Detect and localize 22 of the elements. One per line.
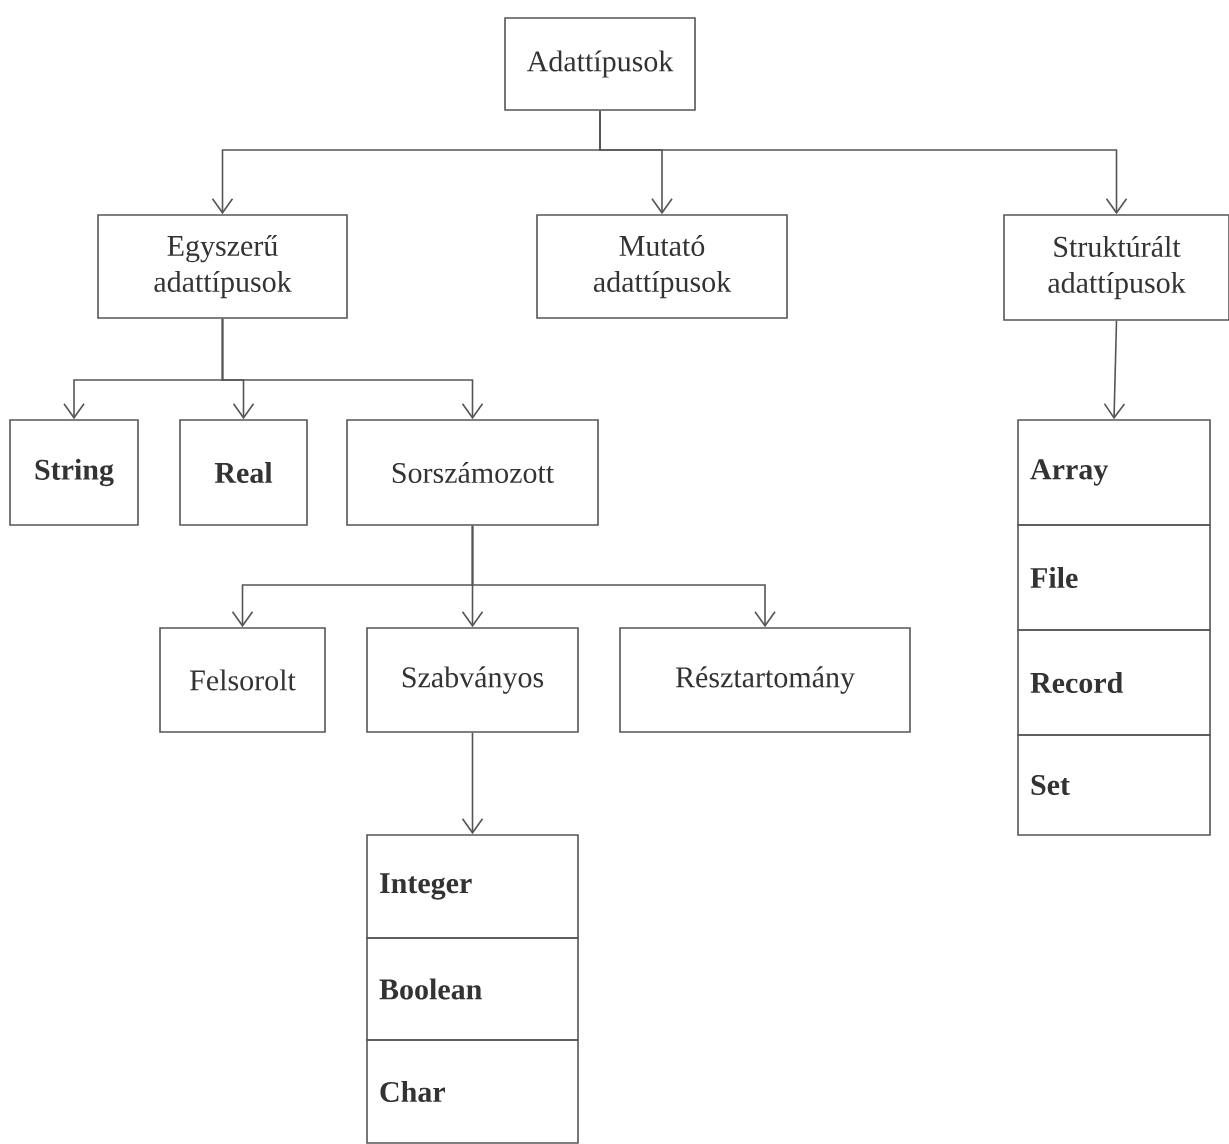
type-cell: Record: [1017, 629, 1211, 736]
type-cell: File: [1017, 524, 1211, 631]
type-box: Szabványos: [366, 627, 579, 733]
type-cell: Char: [366, 1039, 579, 1144]
type-box: Real: [179, 419, 308, 526]
type-cell: Boolean: [366, 937, 579, 1041]
type-box: Egyszerű adattípusok: [97, 214, 348, 319]
arrow: [461, 732, 484, 835]
type-box: Adattípusok: [504, 17, 696, 111]
type-cell: Array: [1017, 419, 1211, 526]
arrow: [221, 318, 484, 420]
type-box: Résztartomány: [619, 627, 911, 733]
arrow: [1103, 320, 1126, 420]
type-cell: Set: [1017, 734, 1211, 836]
type-box: Mutató adattípusok: [536, 214, 788, 319]
type-box: String: [9, 419, 139, 526]
type-box: Felsorolt: [159, 627, 326, 733]
arrow: [471, 525, 776, 628]
arrow: [599, 110, 1128, 215]
type-box: Sorszámozott: [346, 419, 599, 526]
type-box: Struktúrált adattípusok: [1003, 214, 1229, 321]
type-cell: Integer: [366, 834, 579, 939]
